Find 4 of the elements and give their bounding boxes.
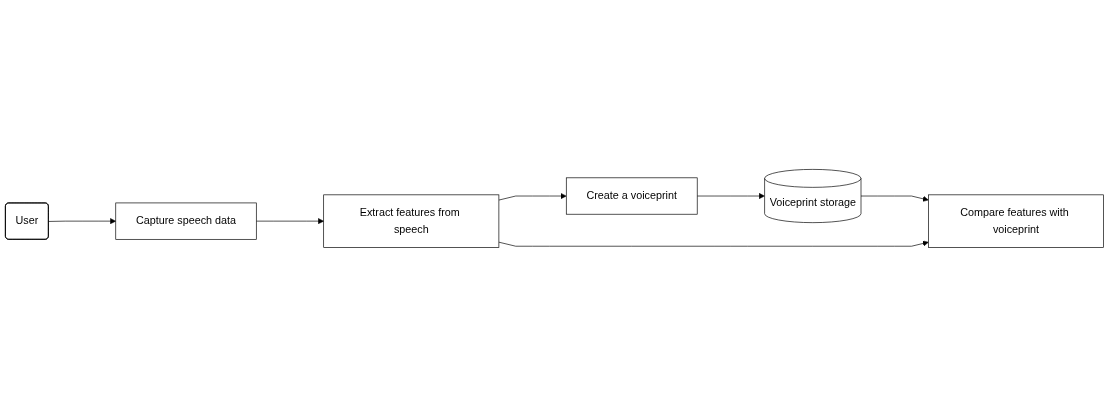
node-box: Create a voiceprint — [565, 177, 698, 215]
node-box: Compare features with voiceprint — [928, 194, 1104, 248]
node-box: Capture speech data — [115, 202, 257, 240]
node-box: Extract features from speech — [323, 194, 500, 248]
